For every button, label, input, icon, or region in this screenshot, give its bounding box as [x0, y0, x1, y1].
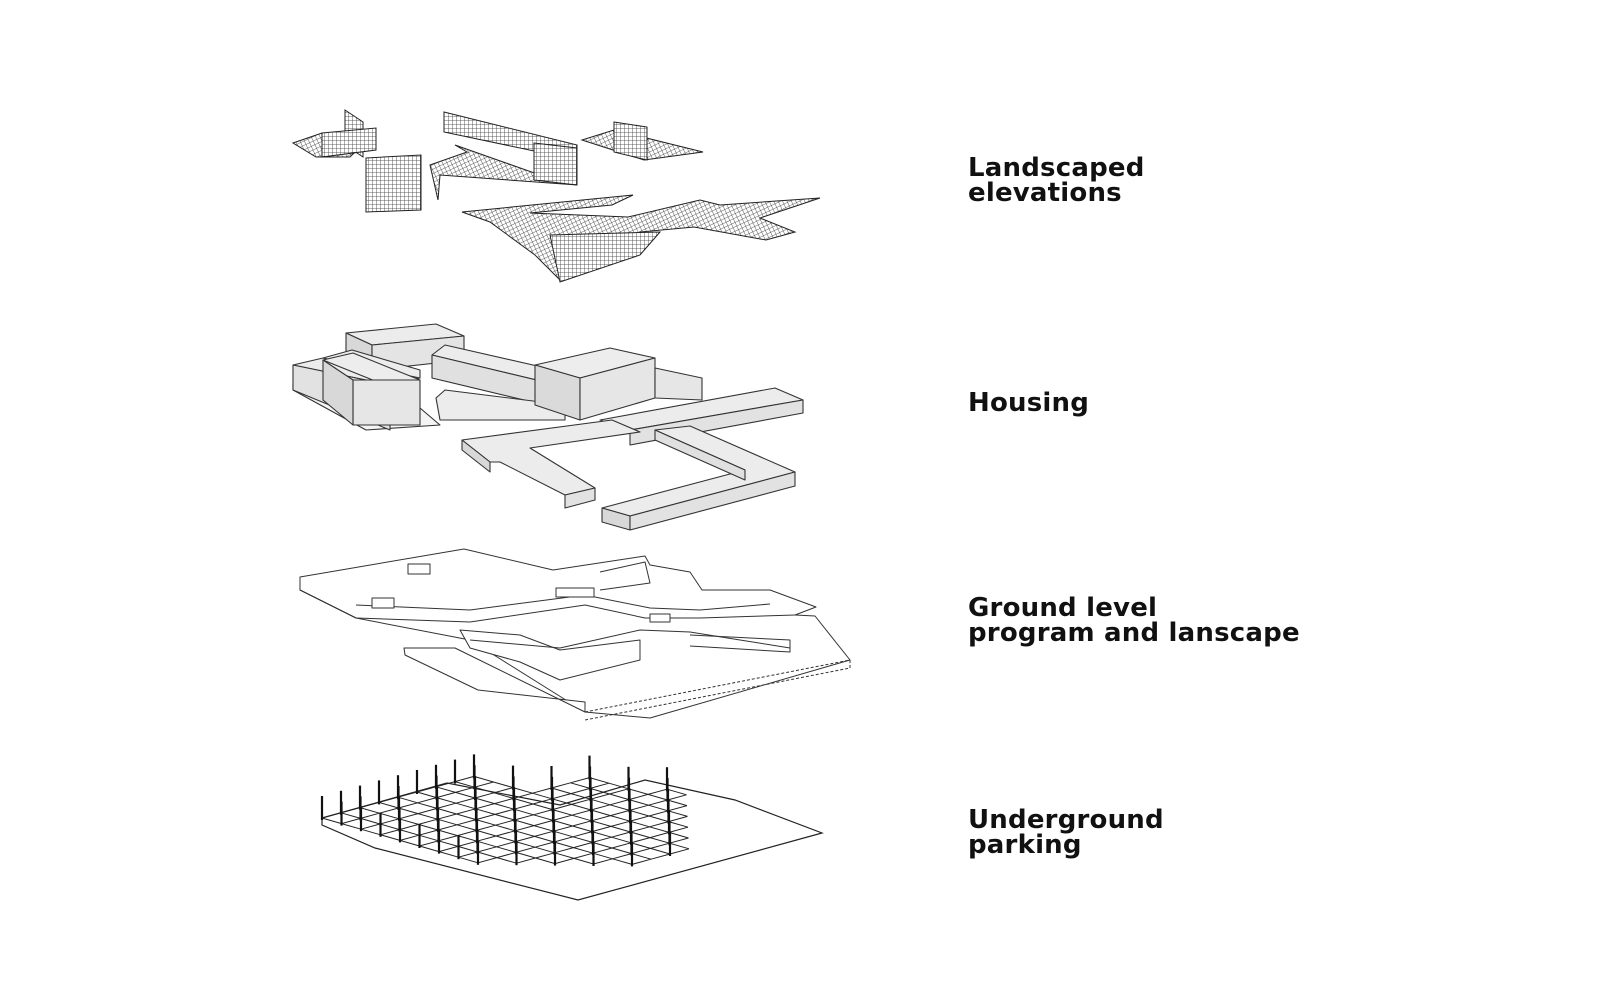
- label-line: Landscaped: [968, 153, 1145, 183]
- parking-columns: [320, 754, 672, 867]
- landscaped-elevations-layer: [291, 109, 821, 283]
- label-line: elevations: [968, 178, 1122, 208]
- ground-void-4: [649, 613, 671, 623]
- label-landscaped-elevations: Landscaped elevations: [968, 153, 1145, 208]
- underground-parking-layer: [320, 754, 824, 901]
- ground-void-3: [555, 587, 595, 598]
- label-line: Ground level: [968, 593, 1158, 623]
- mesh-wall-square: [365, 154, 422, 213]
- housing-layer: [292, 323, 804, 531]
- ground-plate-main: [299, 548, 851, 719]
- ground-void-2: [371, 597, 395, 609]
- label-underground-parking: Underground parking: [968, 805, 1164, 860]
- label-line: parking: [968, 830, 1082, 860]
- label-housing: Housing: [968, 388, 1090, 418]
- parking-slab-outline: [321, 779, 824, 901]
- ground-level-layer: [299, 548, 851, 721]
- housing-slab-front-left: [461, 419, 641, 496]
- parking-grid: [321, 775, 690, 865]
- mesh-wall-corner: [533, 142, 578, 186]
- mesh-ramp: [549, 231, 662, 283]
- label-line: Underground: [968, 805, 1164, 835]
- label-line: program and lanscape: [968, 618, 1300, 648]
- ground-void-1: [407, 563, 431, 575]
- ground-wedge: [403, 647, 586, 713]
- label-line: Housing: [968, 388, 1090, 418]
- mesh-wall-left: [321, 127, 377, 158]
- label-ground-level: Ground level program and lanscape: [968, 593, 1300, 648]
- mesh-wall-right: [613, 121, 648, 161]
